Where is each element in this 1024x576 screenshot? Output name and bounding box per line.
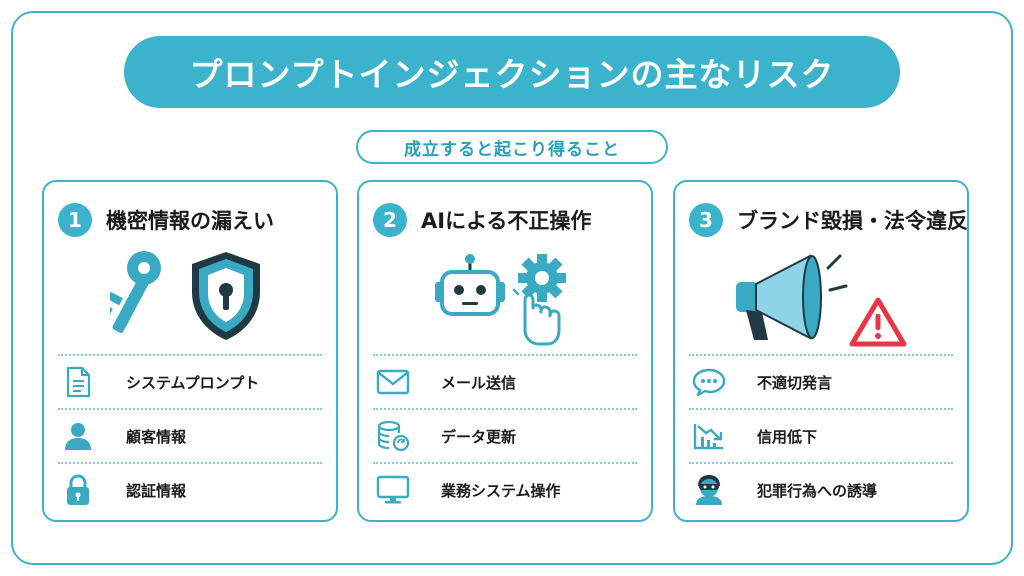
card-title: AIによる不正操作 <box>421 209 592 233</box>
divider <box>373 354 637 356</box>
divider <box>373 408 637 410</box>
masked-person-icon <box>689 470 729 510</box>
megaphone-icon <box>736 254 848 340</box>
shield-lock-icon <box>192 252 260 340</box>
card-illustration <box>44 248 336 348</box>
key-icon <box>110 251 161 333</box>
divider <box>689 408 953 410</box>
card-number-badge: 2 <box>373 203 407 237</box>
card-header: 3 ブランド毀損・法令違反 <box>689 202 968 238</box>
item-label: 顧客情報 <box>126 427 187 446</box>
speech-bubble-icon <box>689 362 729 402</box>
lock-icon <box>58 470 98 510</box>
divider <box>373 462 637 464</box>
divider <box>58 408 322 410</box>
page-title: プロンプトインジェクションの主なリスク <box>189 55 835 94</box>
item-label: 認証情報 <box>126 481 187 500</box>
item-label: メール送信 <box>441 373 517 392</box>
item-label: 犯罪行為への誘導 <box>757 481 878 500</box>
mail-icon <box>373 362 413 402</box>
divider <box>689 462 953 464</box>
item-list: システムプロンプト 顧客情報 認証情報 <box>58 354 322 516</box>
database-sync-icon <box>373 416 413 456</box>
card-number-badge: 1 <box>58 203 92 237</box>
document-icon <box>58 362 98 402</box>
list-item: 不適切発言 <box>689 356 953 408</box>
risk-card-2: 2 AIによる不正操作 <box>357 180 653 522</box>
pointer-hand-icon <box>512 281 561 346</box>
list-item: データ更新 <box>373 410 637 462</box>
item-label: 不適切発言 <box>757 373 833 392</box>
page-subtitle: 成立すると起こり得ること <box>404 139 620 160</box>
trend-down-icon <box>689 416 729 456</box>
title-banner: プロンプトインジェクションの主なリスク <box>124 36 900 108</box>
item-label: データ更新 <box>441 427 517 446</box>
monitor-icon <box>373 470 413 510</box>
divider <box>58 354 322 356</box>
list-item: 業務システム操作 <box>373 464 637 516</box>
subtitle-banner: 成立すると起こり得ること <box>356 130 668 164</box>
warning-icon <box>849 297 907 347</box>
card-number-badge: 3 <box>689 203 723 237</box>
list-item: 顧客情報 <box>58 410 322 462</box>
risk-card-3: 3 ブランド毀損・法令違反 <box>673 180 969 522</box>
gear-icon <box>518 254 566 302</box>
card-illustration <box>675 248 967 348</box>
item-label: 業務システム操作 <box>441 481 561 500</box>
person-icon <box>58 416 98 456</box>
card-illustration <box>359 248 651 348</box>
list-item: 認証情報 <box>58 464 322 516</box>
card-header: 1 機密情報の漏えい <box>58 202 326 238</box>
robot-icon <box>435 254 505 316</box>
item-list: 不適切発言 信用低下 <box>689 354 953 516</box>
risk-card-1: 1 機密情報の漏えい <box>42 180 338 522</box>
divider <box>689 354 953 356</box>
card-title: 機密情報の漏えい <box>106 209 274 233</box>
item-label: 信用低下 <box>757 427 818 446</box>
list-item: メール送信 <box>373 356 637 408</box>
divider <box>58 462 322 464</box>
list-item: 犯罪行為への誘導 <box>689 464 953 516</box>
item-list: メール送信 データ更新 <box>373 354 637 516</box>
card-header: 2 AIによる不正操作 <box>373 202 641 238</box>
card-title: ブランド毀損・法令違反 <box>737 209 968 233</box>
item-label: システムプロンプト <box>126 373 260 392</box>
list-item: システムプロンプト <box>58 356 322 408</box>
list-item: 信用低下 <box>689 410 953 462</box>
